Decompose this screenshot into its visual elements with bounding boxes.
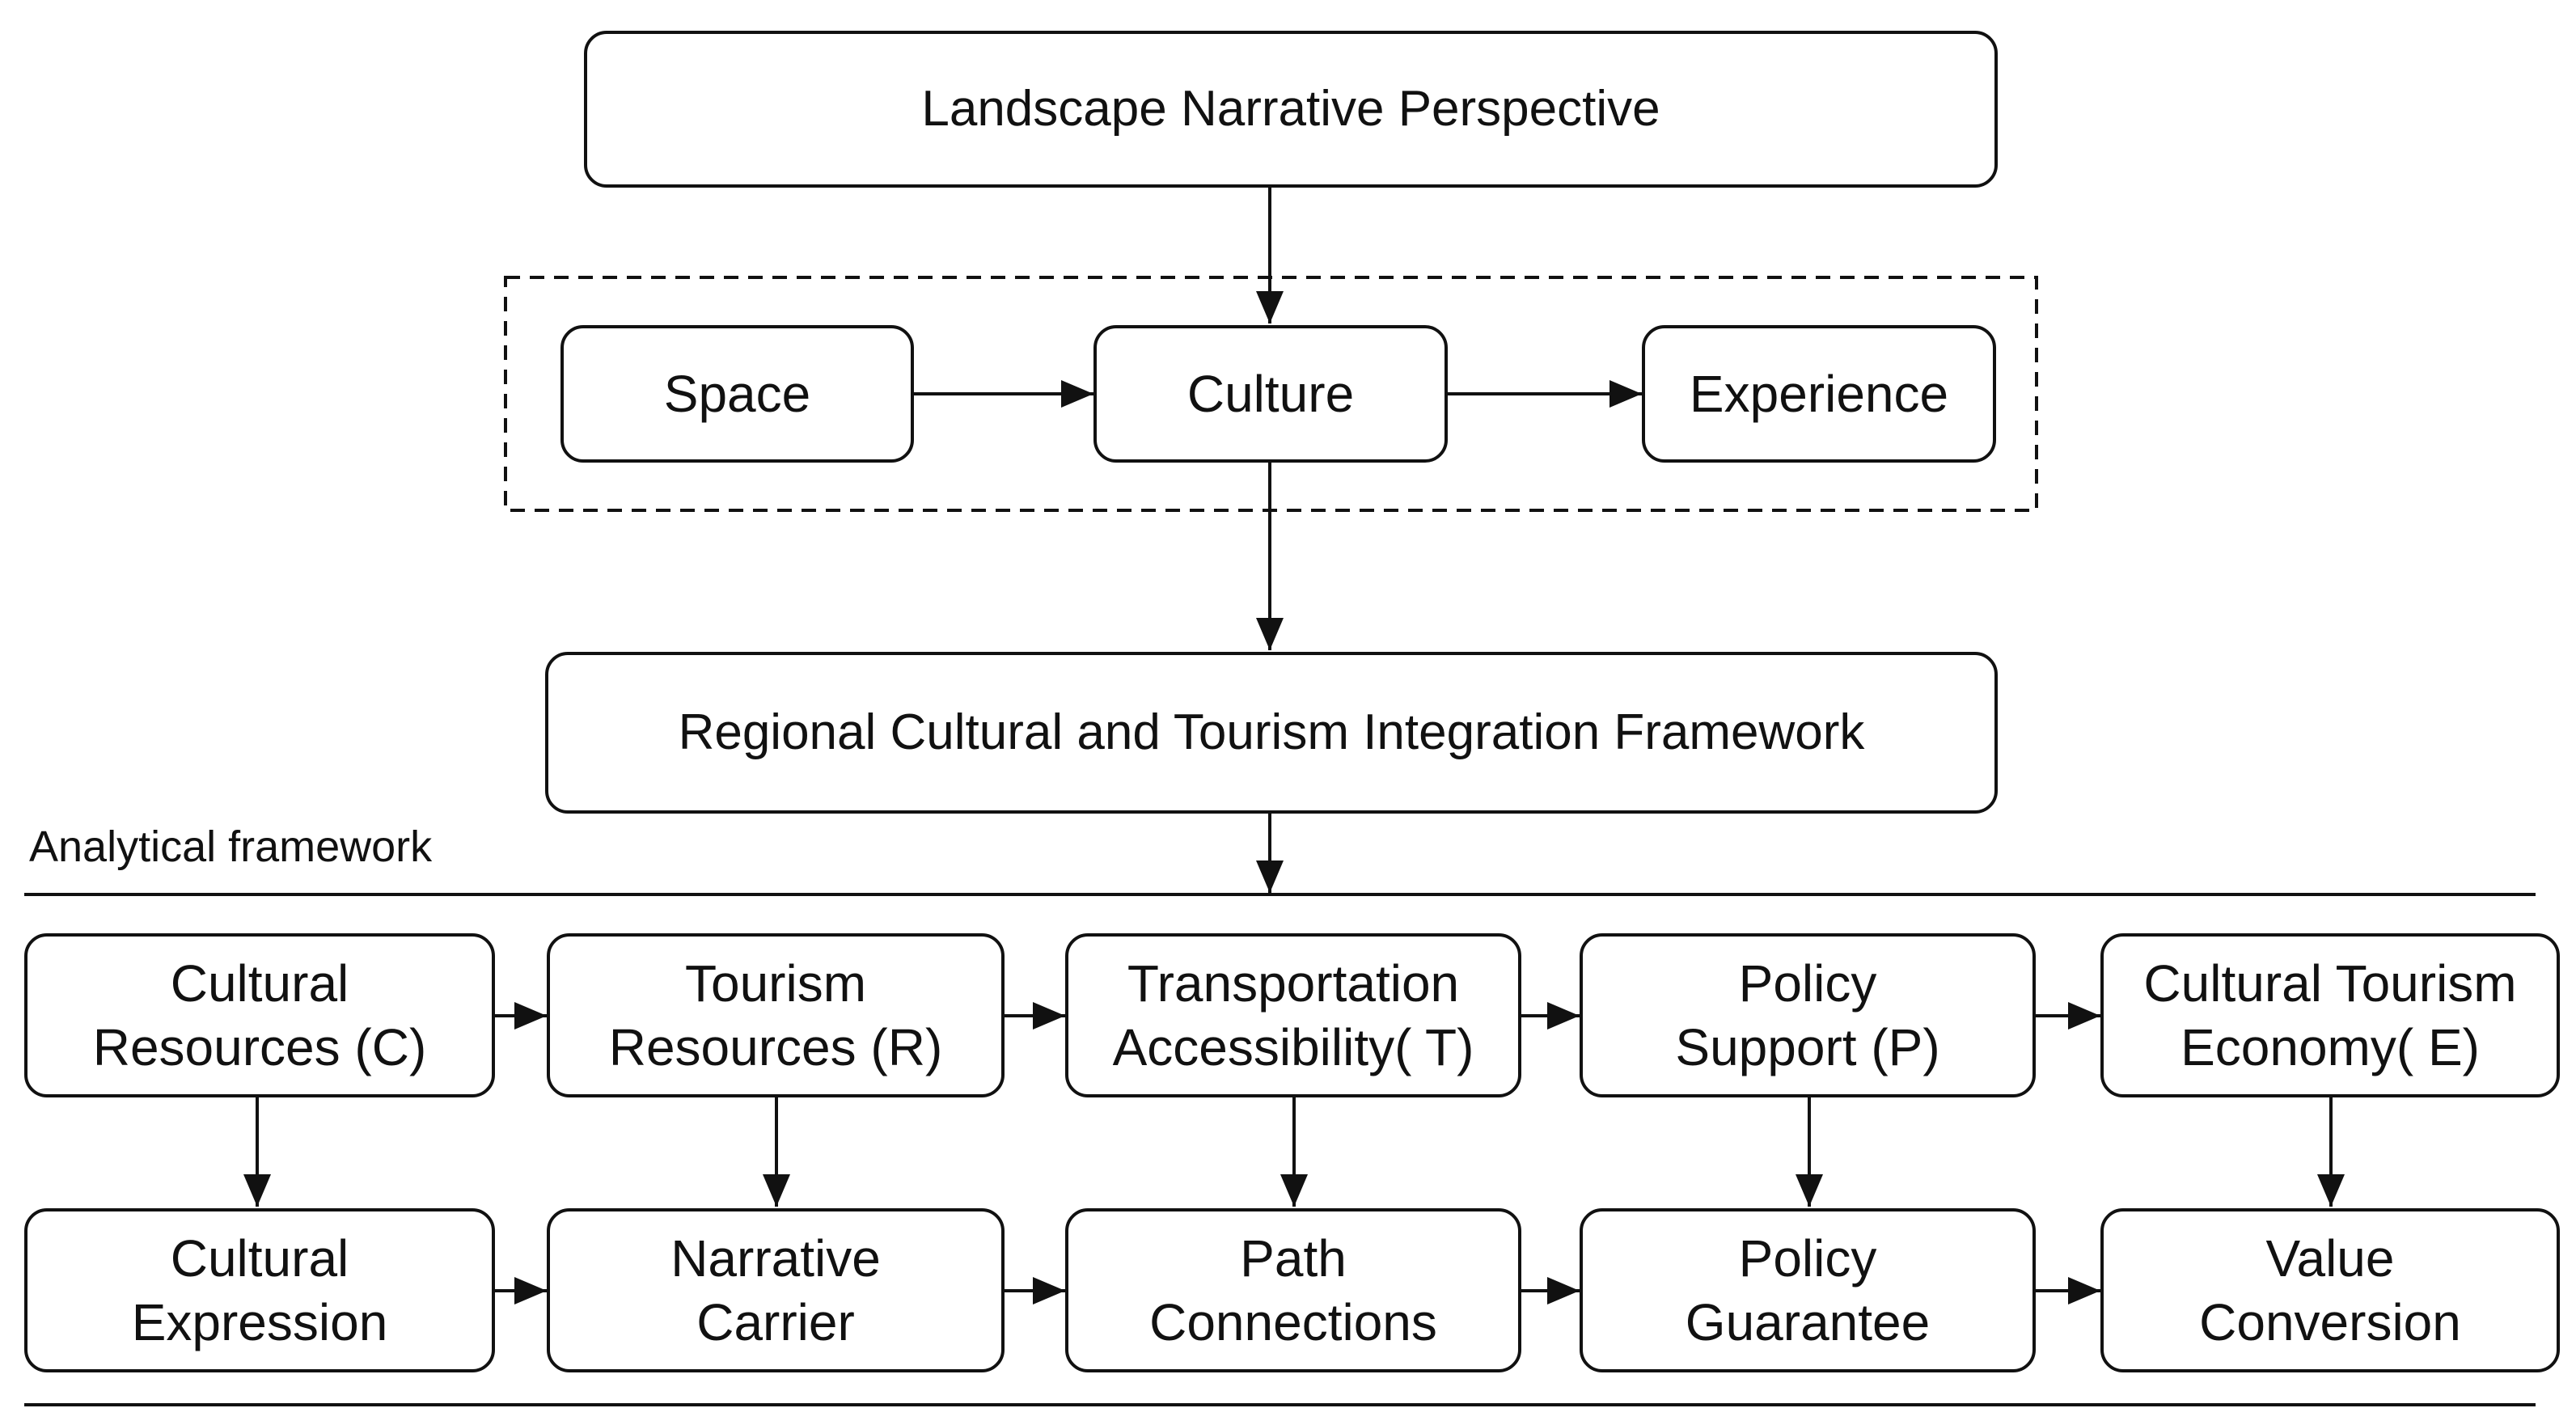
- row2-item-3-line2: Connections: [1149, 1292, 1437, 1351]
- landscape-narrative-perspective-box: Landscape Narrative Perspective: [584, 31, 1998, 188]
- row1-item-4-line2: Support (P): [1675, 1017, 1940, 1076]
- culture-box: Culture: [1093, 325, 1448, 463]
- row1-item-1-line1: Cultural: [170, 954, 349, 1013]
- integration-framework-box: Regional Cultural and Tourism Integratio…: [545, 652, 1998, 814]
- row2-item-5-line1: Value: [2265, 1229, 2395, 1288]
- row2-item-5-line2: Conversion: [2199, 1292, 2461, 1351]
- row2-item-4-line1: Policy: [1738, 1229, 1877, 1288]
- landscape-narrative-perspective-label: Landscape Narrative Perspective: [921, 81, 1660, 137]
- row2-item-4-line2: Guarantee: [1685, 1292, 1931, 1351]
- analytical-framework-label: Analytical framework: [29, 822, 433, 871]
- row1-item-5-line1: Cultural Tourism: [2143, 954, 2517, 1013]
- experience-box: Experience: [1642, 325, 1996, 463]
- row1-item-3-line2: Accessibility( T): [1112, 1017, 1474, 1076]
- row2-item-1-line2: Expression: [131, 1292, 388, 1351]
- row1-item-2-line1: Tourism: [684, 954, 867, 1013]
- row2-item-2-line2: Carrier: [696, 1292, 855, 1351]
- space-box: Space: [560, 325, 914, 463]
- row1-item-1-line2: Resources (C): [92, 1017, 427, 1076]
- row2-item-2-line1: Narrative: [670, 1229, 881, 1288]
- row1-item-5-line2: Economy( E): [2181, 1017, 2480, 1076]
- row1-item-3-line1: Transportation: [1127, 954, 1460, 1013]
- space-label: Space: [663, 364, 811, 423]
- experience-label: Experience: [1689, 364, 1949, 423]
- culture-label: Culture: [1186, 364, 1355, 423]
- row1-item-4-line1: Policy: [1738, 954, 1877, 1013]
- row1-item-2-line2: Resources (R): [608, 1017, 943, 1076]
- integration-framework-label: Regional Cultural and Tourism Integratio…: [678, 704, 1865, 761]
- row2-item-3-line1: Path: [1240, 1229, 1347, 1288]
- row2-item-1-line1: Cultural: [170, 1229, 349, 1288]
